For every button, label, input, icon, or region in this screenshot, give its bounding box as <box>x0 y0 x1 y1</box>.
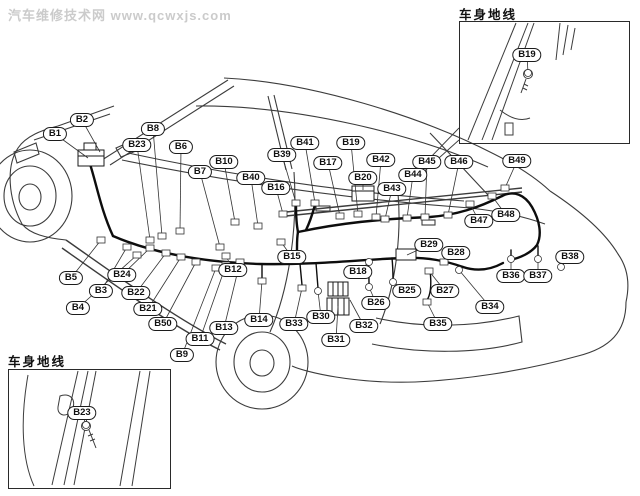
connector-icon <box>353 210 363 218</box>
connector-icon <box>253 222 263 230</box>
connector-icon <box>371 213 381 221</box>
watermark-text: 汽车维修技术网 www.qcwxjs.com <box>8 8 232 23</box>
connector-icon <box>191 258 201 266</box>
connector-icon <box>122 243 132 251</box>
connector-icon <box>211 264 221 272</box>
connector-icon <box>132 251 142 259</box>
connector-icon <box>439 258 449 266</box>
connector-icon <box>380 215 390 223</box>
connector-icon <box>291 199 301 207</box>
inset-box-top-right <box>459 21 630 144</box>
ground-bolt-icon <box>557 263 565 271</box>
ground-bolt-icon <box>389 278 397 286</box>
connector-icon <box>500 184 510 192</box>
connector-icon <box>310 199 320 207</box>
connector-icon <box>215 243 225 251</box>
inset-box-bottom-left <box>8 369 171 489</box>
ground-bolt-icon <box>365 258 373 266</box>
connector-icon <box>335 212 345 220</box>
ground-bolt-icon <box>534 255 542 263</box>
connector-icon <box>175 227 185 235</box>
connector-icon <box>176 253 186 261</box>
connector-icon <box>221 261 231 269</box>
connector-icon <box>443 211 453 219</box>
connector-icon <box>422 298 432 306</box>
relay-box-icon <box>395 248 417 261</box>
ground-bolt-icon <box>314 287 322 295</box>
connector-block-icon <box>77 142 105 167</box>
ground-bolt-icon <box>524 69 532 77</box>
connector-icon <box>230 218 240 226</box>
ground-bolt-icon <box>507 255 515 263</box>
connector-icon <box>96 236 106 244</box>
connector-icon <box>424 267 434 275</box>
ground-bolt-icon <box>455 266 463 274</box>
connector-icon <box>297 284 307 292</box>
connector-icon <box>157 232 167 240</box>
inset-title-top-right: 车身地线 <box>459 8 518 22</box>
connector-icon <box>465 200 475 208</box>
connector-icon <box>161 249 171 257</box>
inset-title-bottom-left: 车身地线 <box>8 355 67 369</box>
ground-bolt-icon <box>365 283 373 291</box>
connector-icon <box>276 238 286 246</box>
connector-icon <box>257 277 267 285</box>
connector-icon <box>278 210 288 218</box>
connector-icon <box>487 192 497 200</box>
connector-icon <box>235 258 245 266</box>
connector-icon <box>145 244 155 252</box>
connector-icon <box>221 252 231 260</box>
connector-icon <box>145 236 155 244</box>
connector-icon <box>420 213 430 221</box>
ground-bolt-icon <box>82 421 90 429</box>
connector-icon <box>402 214 412 222</box>
